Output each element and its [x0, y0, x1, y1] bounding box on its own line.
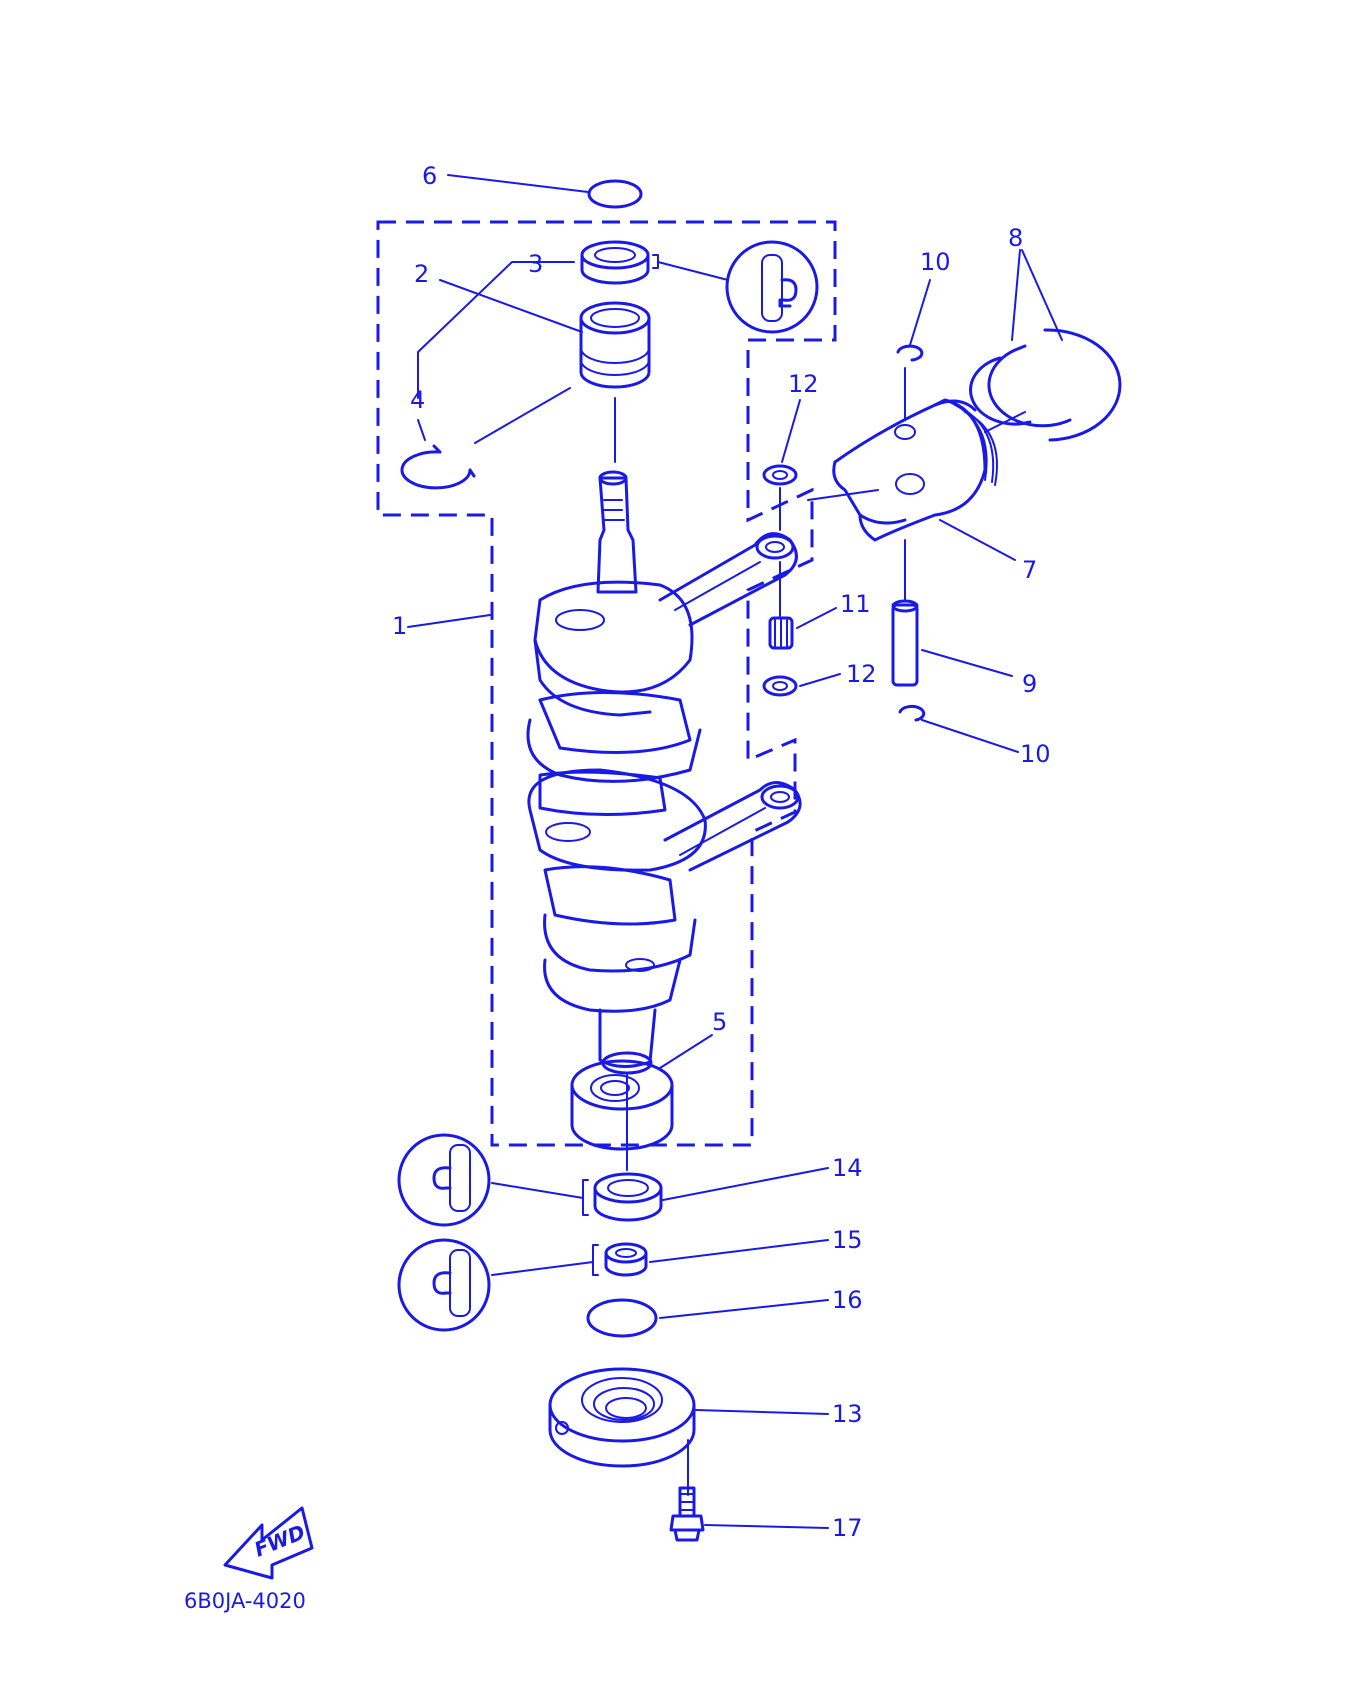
leader-line-5: [659, 1034, 713, 1069]
connecting-rod-upper: [658, 532, 798, 627]
circlip-part-10-upper: [896, 344, 924, 362]
leader-line-9: [921, 649, 1013, 677]
needle-bearing-part-2: [579, 301, 651, 389]
callout-3: 3: [528, 250, 543, 278]
washer-part-12-lower: [762, 675, 798, 697]
grease-symbol-icon-middle: [397, 1133, 491, 1227]
leader-line-2: [439, 279, 583, 333]
grease-symbol-icon-bottom: [397, 1238, 491, 1332]
callout-6: 6: [422, 162, 437, 190]
bearing-housing-part-13: [548, 1367, 696, 1468]
oil-seal-part-14: [593, 1172, 663, 1222]
small-seal-part-15: [604, 1242, 648, 1277]
callout-10-upper: 10: [920, 248, 951, 276]
callout-11: 11: [840, 590, 871, 618]
callout-7: 7: [1022, 556, 1037, 584]
leader-line-11: [796, 607, 837, 629]
callout-1: 1: [392, 612, 407, 640]
callout-5: 5: [712, 1008, 727, 1036]
callout-16: 16: [832, 1286, 863, 1314]
callout-14: 14: [832, 1154, 863, 1182]
piston-part-7: [832, 398, 998, 542]
grease-symbol-icon: [725, 240, 819, 334]
small-needle-bearing-part-11: [768, 616, 794, 650]
callout-12-lower: 12: [846, 660, 877, 688]
callout-9: 9: [1022, 670, 1037, 698]
washer-part-12-upper: [762, 464, 798, 486]
circlip-part-4: [400, 444, 476, 490]
leader-line-13: [695, 1409, 829, 1415]
oil-seal-part-3: [580, 240, 650, 285]
connecting-rod-lower: [663, 781, 802, 872]
assembly-1-dashed-outline: [376, 220, 837, 1147]
leader-line-10-lower: [921, 719, 1019, 753]
circlip-part-10-lower: [898, 704, 926, 722]
callout-13: 13: [832, 1400, 863, 1428]
ball-bearing-part-5: [570, 1059, 674, 1151]
crankshaft-part-1: [526, 470, 707, 1075]
callout-8: 8: [1008, 224, 1023, 252]
leader-line-10-upper: [909, 279, 931, 346]
callout-12-upper: 12: [788, 370, 819, 398]
figure-code: 6B0JA-4020: [184, 1589, 306, 1613]
leader-line-6: [447, 174, 589, 193]
leader-line-1: [407, 614, 491, 628]
bolt-part-17: [669, 1486, 705, 1542]
callout-10-lower: 10: [1020, 740, 1051, 768]
leader-line-4: [474, 387, 571, 444]
leader-line-3: [417, 261, 575, 399]
leader-line-8: [1011, 249, 1063, 341]
leader-line-14: [662, 1167, 829, 1201]
leader-line-7: [939, 519, 1016, 561]
forward-direction-arrow-icon: FWD: [223, 1506, 314, 1580]
leader-line-16: [659, 1299, 829, 1319]
piston-rings-part-8: [969, 328, 1122, 442]
callout-4: 4: [410, 386, 425, 414]
o-ring-part-16: [586, 1298, 658, 1338]
piston-pin-part-9: [891, 599, 919, 687]
leader-line-15: [649, 1239, 829, 1263]
callout-17: 17: [832, 1514, 863, 1542]
callout-15: 15: [832, 1226, 863, 1254]
leader-line-12-upper: [781, 399, 801, 463]
o-ring-part-6: [587, 179, 643, 209]
callout-2: 2: [414, 260, 429, 288]
leader-line-12-lower: [799, 673, 841, 687]
leader-line-17: [704, 1524, 829, 1529]
